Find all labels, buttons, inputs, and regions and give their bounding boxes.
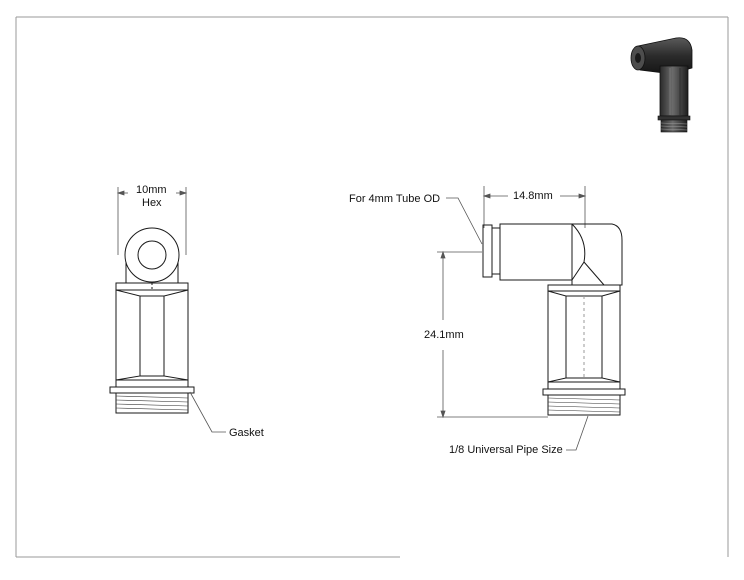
side-view [437,186,626,451]
fitting-thumbnail [630,37,693,133]
hex-word-label: Hex [142,197,162,209]
hex-body [115,282,189,388]
side-gasket [542,388,626,396]
gasket-label: Gasket [229,427,264,439]
hex-size-label: 10mm [136,184,167,196]
collet-body [491,227,501,275]
thread [115,392,189,414]
pipe-size-leader [566,415,589,451]
elbow-body [571,223,623,286]
height-label: 24.1mm [424,329,464,341]
width-label: 14.8mm [513,190,553,202]
gasket-leader [189,391,226,433]
hex-dimension [116,187,188,255]
gasket [109,386,195,394]
front-view [109,187,226,433]
tube-od-label: For 4mm Tube OD [349,193,441,205]
tube-od-leader [446,197,483,245]
width-dimension [482,186,587,228]
tube-section [499,223,573,281]
height-dimension [437,250,548,419]
pipe-size-label: 1/8 Universal Pipe Size [449,444,563,456]
elbow-port-outer [124,227,180,283]
side-thread [547,394,621,416]
side-hex-body [547,284,621,390]
drawing-frame [15,16,729,558]
elbow-port-inner [137,240,167,270]
collet-ring [482,224,493,278]
